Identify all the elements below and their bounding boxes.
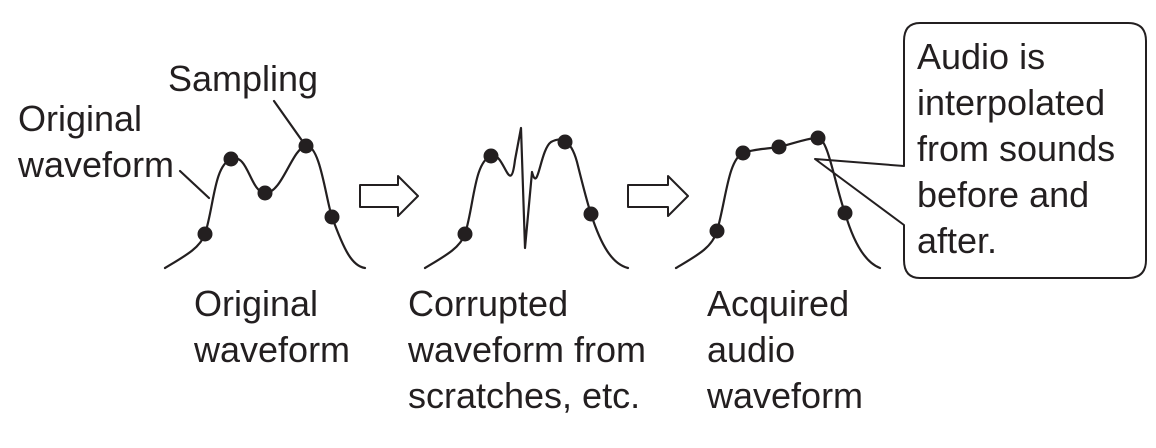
callout-line: interpolated — [917, 82, 1106, 123]
sampling-leader — [272, 99, 305, 144]
sample-point — [223, 151, 239, 167]
sampling-label: Sampling — [168, 58, 319, 99]
sample-point — [324, 209, 340, 225]
callout-line: before and — [917, 174, 1090, 215]
caption-corrupted-line1: Corrupted — [408, 283, 569, 324]
callout-line: Audio is — [917, 36, 1046, 77]
sample-point — [837, 205, 853, 221]
arrow-1-icon — [359, 175, 419, 217]
callout-line: from sounds — [917, 128, 1116, 169]
sample-point — [557, 134, 573, 150]
caption-acquired-line3: waveform — [707, 375, 864, 416]
caption-original-line1: Original — [194, 283, 319, 324]
arrow-2-icon — [627, 175, 689, 217]
acquired-waveform-curve — [674, 136, 882, 270]
sample-point — [197, 226, 213, 242]
original-waveform-annotation-line1: Original — [18, 98, 143, 139]
corrupted-waveform-curve — [423, 126, 630, 270]
caption-original-line2: waveform — [194, 329, 351, 370]
callout-bubble — [814, 22, 1147, 279]
sample-point — [257, 185, 273, 201]
original-waveform-curve — [163, 144, 367, 270]
caption-corrupted-line2: waveform from — [408, 329, 647, 370]
sample-point — [709, 223, 725, 239]
caption-acquired-line1: Acquired — [707, 283, 850, 324]
original-waveform-annotation-line2: waveform — [18, 144, 175, 185]
caption-acquired-line2: audio — [707, 329, 796, 370]
sample-point — [298, 138, 314, 154]
callout-text: Audio is interpolated from sounds before… — [917, 34, 1115, 264]
sample-point — [810, 130, 826, 146]
callout-line: after. — [917, 220, 998, 261]
sample-point — [483, 148, 499, 164]
sample-point — [771, 139, 787, 155]
sample-point — [583, 206, 599, 222]
original-waveform-leader — [178, 169, 211, 200]
sample-point — [735, 145, 751, 161]
caption-corrupted-line3: scratches, etc. — [408, 375, 641, 416]
sample-point — [457, 226, 473, 242]
